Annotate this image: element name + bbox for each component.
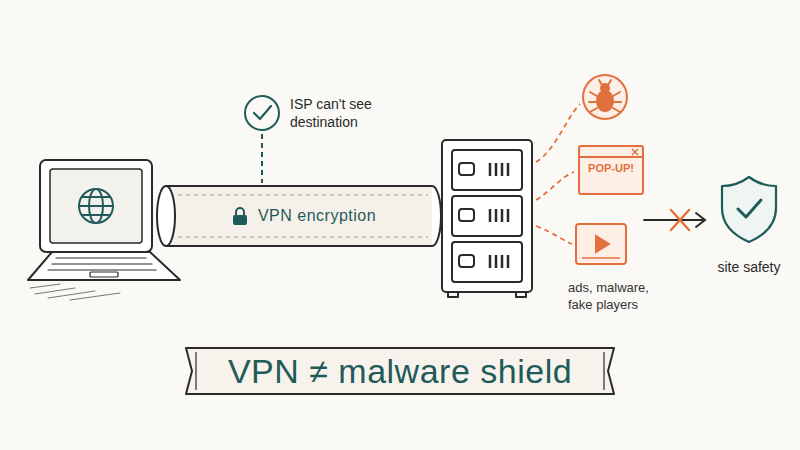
globe-parallels xyxy=(79,197,113,215)
server-vents xyxy=(490,163,508,268)
dashed-connector xyxy=(261,134,263,183)
server-light xyxy=(459,255,474,267)
player-frame xyxy=(576,224,626,264)
shield-outline xyxy=(722,177,776,242)
shield-check xyxy=(738,200,761,217)
laptop-illustration xyxy=(28,160,180,300)
leader-line xyxy=(536,172,574,200)
bug-circle xyxy=(583,75,627,119)
server-feet xyxy=(448,292,526,297)
server-illustration xyxy=(442,140,532,297)
lock-icon xyxy=(232,207,248,225)
play-triangle xyxy=(596,236,609,252)
close-cross xyxy=(632,149,638,155)
laptop-shadow xyxy=(30,284,120,300)
tube-node: VPN encryption xyxy=(156,183,442,249)
bug-legs xyxy=(589,80,621,112)
laptop-screen xyxy=(40,160,152,252)
check-circle xyxy=(245,96,279,130)
malware-bug-icon xyxy=(583,75,627,119)
node-text: POP-UP! xyxy=(580,159,642,177)
popup-node: POP-UP! xyxy=(578,145,644,195)
title-banner: VPN ≠ malware shield xyxy=(180,342,620,400)
laptop-touchpad xyxy=(90,272,118,277)
node-text: ISP can't see destination xyxy=(290,95,382,131)
node-text: site safety xyxy=(703,258,795,276)
laptop-base xyxy=(28,252,180,280)
server-cabinet xyxy=(442,140,532,292)
tube-edge xyxy=(166,186,432,246)
banner-shape xyxy=(186,348,614,394)
bug-body xyxy=(597,91,613,111)
node-outline xyxy=(244,94,284,134)
server-light xyxy=(459,209,474,221)
cross-mark xyxy=(671,210,689,230)
leader-line xyxy=(536,226,572,244)
diagram-title: VPN ≠ malware shield xyxy=(228,352,572,391)
tube-end xyxy=(432,186,441,246)
check-node: ISP can't see destination xyxy=(244,94,384,134)
server-light xyxy=(459,163,474,175)
server-drawer xyxy=(452,150,522,190)
tube-body xyxy=(166,186,432,246)
note-label: ads, malware, fake players xyxy=(568,279,660,313)
tube-inner-line xyxy=(170,195,428,237)
server-drawer xyxy=(452,242,522,282)
laptop-keys xyxy=(48,258,156,270)
fake-player-icon xyxy=(576,224,626,264)
lock-shackle xyxy=(236,208,244,215)
node-text: VPN encryption xyxy=(258,207,376,225)
server-drawer xyxy=(452,196,522,236)
player-bar xyxy=(582,257,620,259)
arrow-head xyxy=(696,213,705,227)
threat-leaders xyxy=(536,104,580,244)
arrow-line xyxy=(644,219,704,221)
banner-fold xyxy=(196,352,604,390)
leader-line xyxy=(536,104,580,162)
check-mark xyxy=(254,106,271,119)
globe-outline xyxy=(79,189,113,223)
node-outline xyxy=(703,172,795,244)
lock-body xyxy=(233,215,247,225)
blocked-arrow xyxy=(644,210,705,230)
shield-node: site safety xyxy=(703,172,795,280)
laptop-display xyxy=(50,169,142,243)
tube-end xyxy=(157,186,175,246)
close-icon xyxy=(631,148,639,156)
globe-icon xyxy=(79,189,113,223)
